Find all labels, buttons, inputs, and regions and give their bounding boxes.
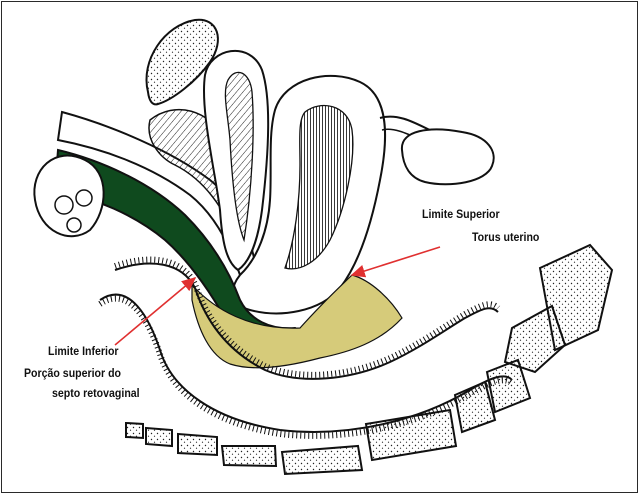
- perineal-circle-3: [67, 218, 81, 232]
- perineal-circle-1: [55, 196, 73, 214]
- label-septo-retovaginal: septo retovaginal: [52, 388, 140, 401]
- arrow-superior: [352, 247, 440, 275]
- label-torus-uterino: Torus uterino: [472, 232, 539, 245]
- vertebra-2: [455, 382, 495, 432]
- vertebra-5: [222, 446, 276, 466]
- ovary: [402, 129, 494, 184]
- perineal-circle-2: [76, 190, 92, 206]
- vertebra-3: [366, 410, 456, 460]
- vertebra-6: [178, 434, 217, 455]
- vertebra-4: [282, 446, 362, 474]
- label-limite-superior: Limite Superior: [422, 209, 500, 222]
- label-limite-inferior: Limite Inferior: [48, 346, 119, 359]
- label-porcao-superior: Porção superior do: [24, 368, 121, 381]
- vertebra-8: [126, 423, 143, 438]
- vertebra-7: [146, 428, 172, 446]
